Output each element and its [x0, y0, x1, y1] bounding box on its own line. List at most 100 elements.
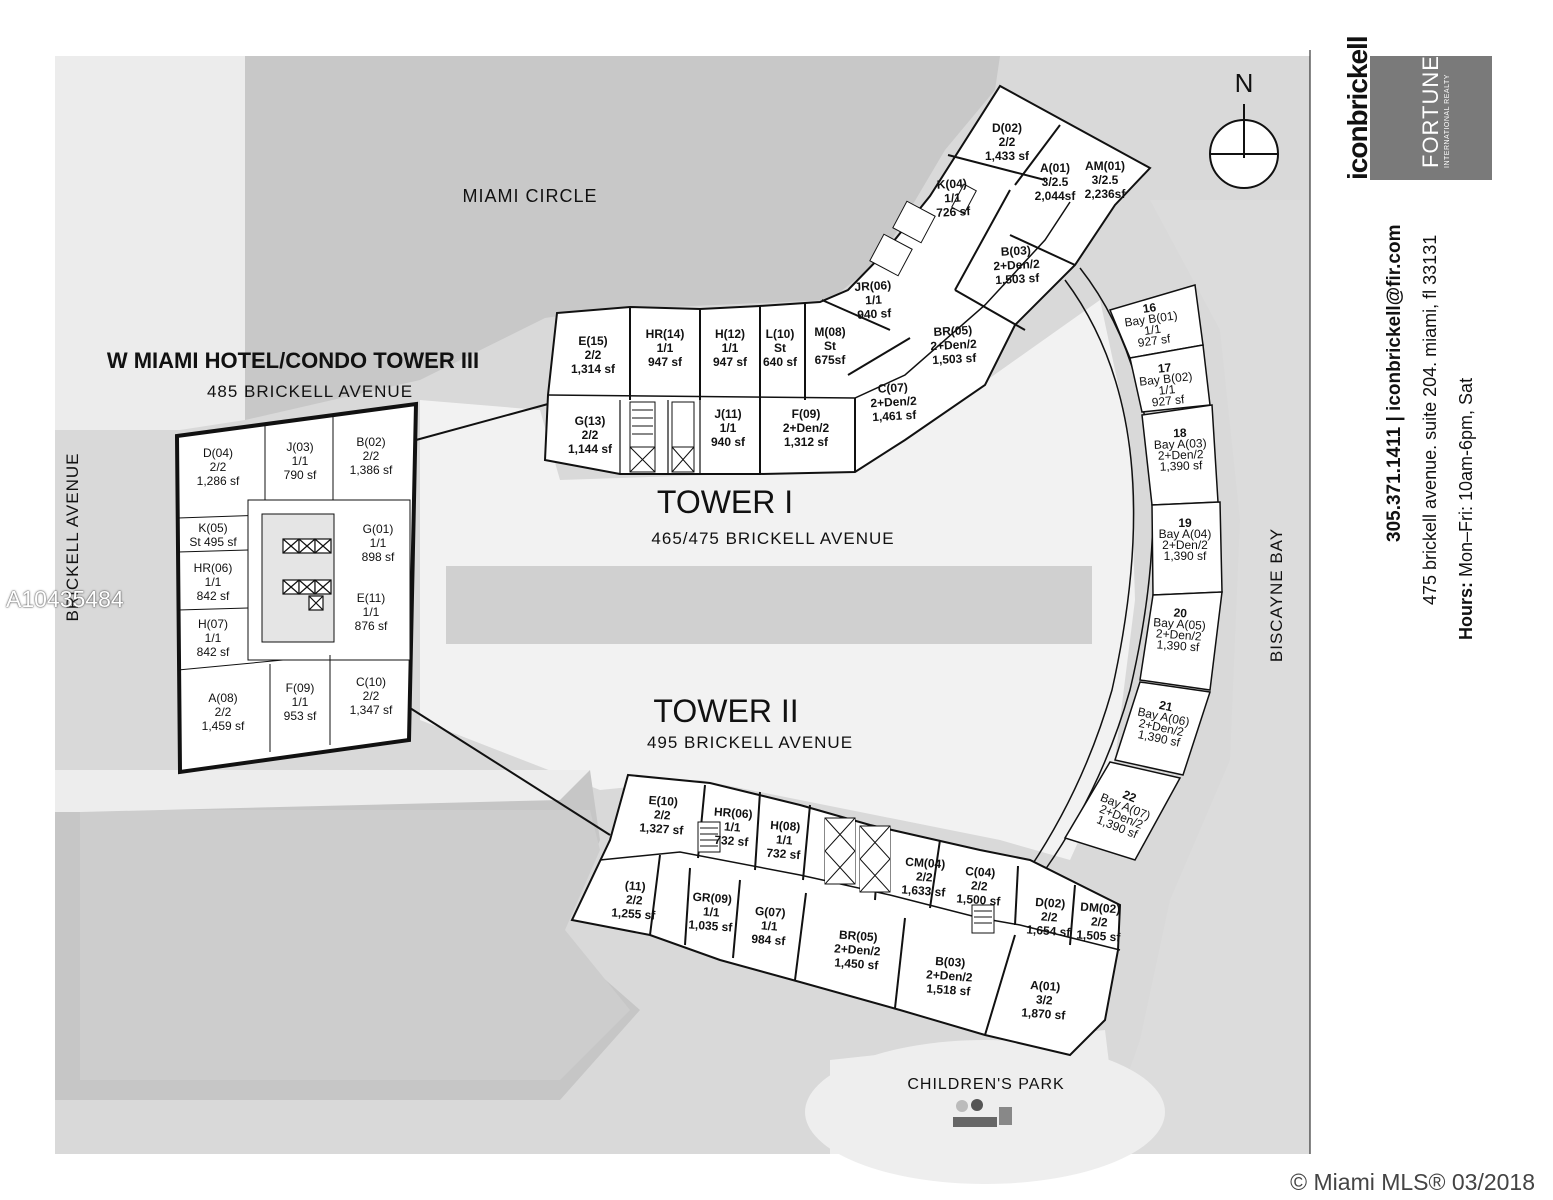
tower1-building	[543, 84, 1152, 475]
unit-beds: 3/2.5	[1042, 175, 1069, 189]
unit-label: B(03)2+Den/21,503 sf	[993, 243, 1041, 287]
pool-deck	[446, 566, 1092, 644]
unit-beds: 2/2	[653, 807, 671, 822]
unit-code: A(01)	[1040, 161, 1070, 175]
unit-area: 1,314 sf	[571, 362, 616, 376]
unit-beds: 2/2	[915, 869, 933, 884]
unit-beds: 2/2	[1040, 909, 1058, 924]
unit-beds: 2/2	[215, 705, 232, 719]
unit-code: Bay A(03)	[1154, 436, 1207, 452]
unit-label: A(01)3/21,870 sf	[1021, 978, 1067, 1023]
unit-area: 842 sf	[197, 589, 230, 603]
unit-code: Bay A(04)	[1159, 527, 1212, 541]
unit-code: J(11)	[714, 407, 741, 421]
tower2-building	[570, 773, 1122, 1057]
unit-area: 1,503 sf	[995, 271, 1041, 287]
unit-beds: 2+Den/2	[930, 337, 977, 353]
unit-beds: 1/1	[363, 605, 380, 619]
unit-area: 2,236sf	[1085, 187, 1127, 201]
unit-code: JR(06)	[854, 278, 891, 294]
unit-area: 1,327 sf	[639, 820, 685, 837]
unit-label: D(04)2/21,286 sf	[197, 446, 240, 488]
unit-beds: 1/1	[1158, 382, 1176, 398]
unit-code: K(04)	[936, 176, 967, 192]
unit-area: 927 sf	[1151, 392, 1186, 409]
unit-code: H(12)	[715, 327, 745, 341]
unit-code: F(09)	[792, 407, 821, 421]
unit-code: E(11)	[357, 591, 385, 605]
hours-line: Hours: Mon–Fri: 10am-6pm, Sat	[1456, 378, 1477, 640]
unit-label: E(10)2/21,327 sf	[639, 793, 685, 838]
unit-label: GR(09)1/11,035 sf	[688, 890, 734, 935]
unit-beds: 1/1	[865, 293, 883, 308]
tower3-building	[174, 401, 419, 775]
unit-code: D(02)	[992, 121, 1022, 135]
unit-label: A(08)2/21,459 sf	[202, 691, 245, 733]
unit-code: L(10)	[766, 327, 795, 341]
unit-code: H(08)	[770, 818, 801, 834]
unit-area: 927 sf	[1137, 331, 1172, 350]
unit-beds: St	[824, 339, 836, 353]
unit-beds: 1/1	[657, 341, 674, 355]
unit-area: 732 sf	[714, 833, 750, 849]
unit-code: G(07)	[754, 904, 786, 920]
unit-beds: 1/1	[292, 695, 309, 709]
unit-num: 21	[1158, 698, 1174, 715]
unit-code: K(05)	[198, 521, 227, 535]
unit-beds: 2+Den/2	[1155, 626, 1202, 643]
unit-label: C(07)2+Den/21,461 sf	[870, 380, 918, 424]
unit-area: 1,390 sf	[1159, 458, 1203, 474]
unit-beds: 1/1	[205, 575, 222, 589]
unit-code: B(03)	[935, 954, 966, 970]
unit-code: G(13)	[575, 414, 606, 428]
unit-code: C(04)	[965, 864, 996, 880]
unit-code: B(03)	[1000, 243, 1031, 259]
unit-area: 1,312 sf	[784, 435, 829, 449]
tower1-title: TOWER I	[657, 484, 793, 520]
unit-beds: 1/1	[760, 918, 778, 933]
unit-beds: St 495 sf	[189, 535, 237, 549]
miami-circle-label: MIAMI CIRCLE	[462, 186, 597, 206]
unit-label: D(02)2/21,654 sf	[1026, 895, 1072, 940]
copyright-footer: © Miami MLS® 03/2018	[1290, 1169, 1535, 1195]
unit-beds: 2/2	[363, 449, 380, 463]
hours-label: Hours:	[1456, 582, 1476, 640]
unit-beds: 1/1	[702, 904, 720, 919]
unit-code: HR(06)	[714, 805, 754, 822]
unit-area: 1,633 sf	[901, 882, 947, 899]
unit-label: (11)2/21,255 sf	[611, 878, 657, 922]
unit-area: 1,503 sf	[932, 351, 978, 367]
unit-beds: 1/1	[370, 536, 387, 550]
unit-label: E(15)2/21,314 sf	[571, 334, 616, 376]
unit-num: 18	[1173, 426, 1187, 440]
unit-label: D(02)2/21,433 sf	[985, 121, 1030, 163]
unit-area: 790 sf	[284, 468, 317, 482]
unit-beds: 1/1	[205, 631, 222, 645]
unit-code: Bay A(05)	[1153, 615, 1207, 633]
park-icon	[953, 1099, 1012, 1127]
unit-beds: 2+Den/2	[993, 257, 1040, 273]
unit-label: C(04)2/21,500 sf	[956, 864, 1002, 909]
unit-area: 1,390 sf	[1164, 549, 1207, 563]
bay-edge	[1100, 200, 1310, 1154]
unit-beds: 2/2	[999, 135, 1016, 149]
unit-code: E(15)	[578, 334, 607, 348]
unit-code: BR(05)	[839, 928, 879, 945]
unit-code: M(08)	[814, 325, 845, 339]
unit-area: 1,654 sf	[1026, 922, 1072, 939]
